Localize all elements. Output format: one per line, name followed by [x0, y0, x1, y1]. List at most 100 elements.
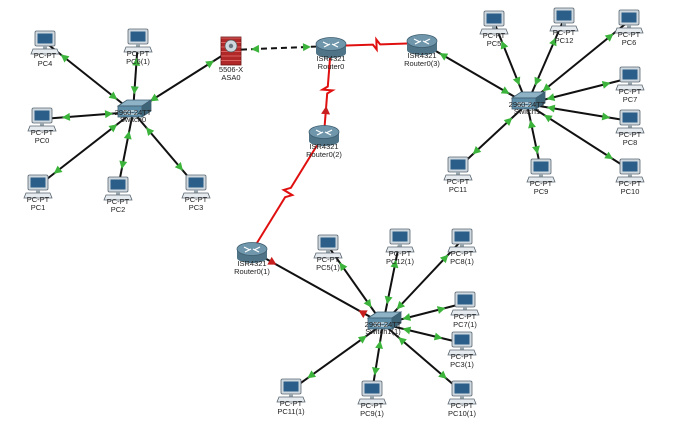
device-model-label: 2960-24TT — [509, 100, 546, 109]
link-pc3_1-switch1_1[interactable] — [382, 323, 463, 344]
link-light-pc6_1 — [132, 57, 141, 66]
router-icon — [406, 34, 438, 55]
device-model-label: PC-PT — [280, 399, 303, 408]
pc-icon — [447, 331, 477, 356]
device-name-label: PC7(1) — [453, 320, 477, 329]
link-pc5-switch1[interactable] — [493, 21, 528, 105]
link-router0_2-router0_1[interactable] — [251, 133, 325, 252]
link-pc1-switch0[interactable] — [37, 111, 134, 187]
pc-icon — [123, 28, 153, 53]
pc-icon — [614, 9, 644, 34]
link-pc2-switch0[interactable] — [117, 111, 134, 189]
device-name-label: Router0 — [318, 62, 345, 71]
firewall-icon — [220, 36, 242, 66]
link-light-switch1 — [528, 119, 536, 129]
switch-icon — [116, 99, 153, 118]
device-name-label: PC6(1) — [126, 57, 150, 66]
link-light-switch0 — [104, 110, 114, 119]
link-light-pc2 — [119, 160, 128, 170]
device-model-label: PC-PT — [619, 179, 642, 188]
device-name-label: Router0(2) — [306, 150, 342, 159]
devices-layer: PC-PTPC4PC-PTPC6(1)PC-PTPC0PC-PTPC1PC-PT… — [23, 7, 645, 418]
link-light-switch1_1 — [396, 300, 406, 310]
device-model-label: PC-PT — [317, 255, 340, 264]
link-light-router0 — [302, 43, 311, 52]
pc-icon — [276, 378, 306, 403]
device-model-label: PC-PT — [483, 31, 506, 40]
link-light-pc12_1 — [390, 259, 399, 269]
device-model-label: ISR4321 — [237, 259, 266, 268]
link-pc3-switch0[interactable] — [132, 111, 197, 187]
device-model-label: PC-PT — [447, 177, 470, 186]
device-name-label: ASA0 — [221, 73, 240, 82]
link-light-pc8 — [601, 112, 611, 121]
link-pc8-switch1[interactable] — [526, 103, 631, 122]
link-light-switch1_1 — [358, 310, 368, 319]
device-model-label: ISR4321 — [407, 51, 436, 60]
device-model-label: 2960-24TT — [365, 320, 402, 329]
link-pc10_1-switch1_1[interactable] — [382, 323, 463, 393]
switch-icon — [366, 311, 403, 330]
link-pc11-switch1[interactable] — [457, 103, 528, 169]
link-light-switch0 — [146, 127, 155, 136]
pc-icon — [615, 109, 645, 134]
link-light-switch0 — [108, 91, 118, 100]
pc-icon — [549, 7, 579, 32]
link-pc5_1-switch1_1[interactable] — [327, 245, 384, 325]
device-name-label: PC2 — [111, 205, 126, 214]
link-light-pc5 — [500, 40, 509, 50]
device-model-label: PC-PT — [619, 130, 642, 139]
device-name-label: PC12 — [555, 36, 574, 45]
pc-icon — [450, 291, 480, 316]
link-pc4-switch0[interactable] — [44, 41, 134, 113]
link-router0-router0_2[interactable] — [319, 45, 336, 135]
link-pc12-switch1[interactable] — [526, 18, 565, 105]
pc-icon — [615, 66, 645, 91]
link-light-pc8_1 — [439, 254, 449, 264]
link-light-switch0 — [123, 130, 132, 140]
device-name-label: PC7 — [623, 95, 638, 104]
link-pc8_1-switch1_1[interactable] — [382, 239, 463, 325]
link-asa0-router0[interactable] — [230, 45, 332, 51]
link-light-router0_2 — [321, 106, 331, 115]
link-pc11_1-switch1_1[interactable] — [290, 323, 384, 391]
link-router0_3-switch1[interactable] — [421, 42, 528, 105]
pc-icon — [27, 107, 57, 132]
device-model-label: PC-PT — [361, 401, 384, 410]
device-model-label: PC-PT — [389, 249, 412, 258]
link-router0-router0_3[interactable] — [330, 36, 423, 53]
link-light-pc7 — [601, 81, 611, 89]
link-light-pc10 — [604, 151, 614, 160]
link-pc12_1-switch1_1[interactable] — [382, 239, 401, 325]
